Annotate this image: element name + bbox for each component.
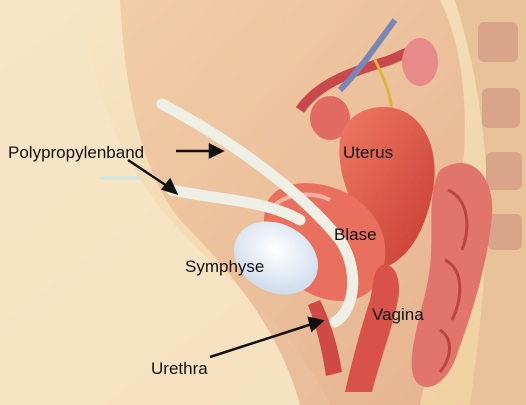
vertebra (482, 88, 520, 128)
vertebra (486, 152, 522, 190)
label-uterus: Uterus (343, 144, 393, 161)
label-polypropylenband: Polypropylenband (8, 144, 144, 161)
vertebra (478, 22, 518, 62)
label-vagina: Vagina (372, 306, 424, 323)
label-blase: Blase (334, 226, 377, 243)
vertebra (488, 214, 522, 250)
label-urethra: Urethra (151, 360, 208, 377)
label-symphyse: Symphyse (185, 258, 264, 275)
